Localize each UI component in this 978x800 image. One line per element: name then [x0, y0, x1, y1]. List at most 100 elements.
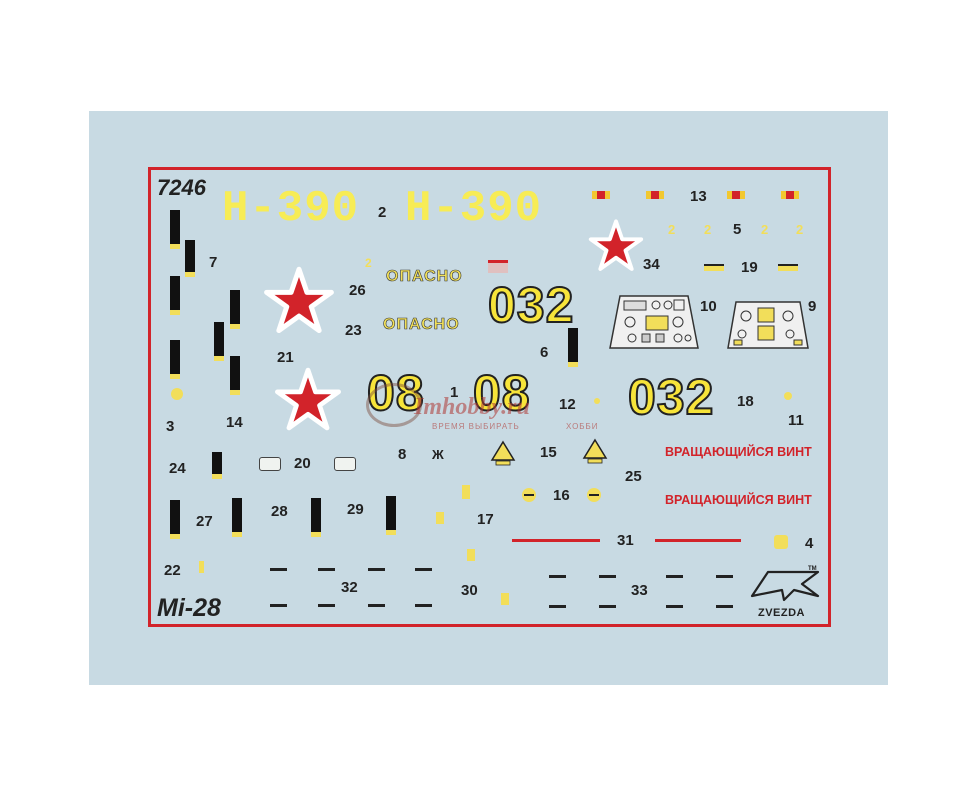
decal-number-31: 31	[617, 532, 634, 549]
blade-decal	[232, 498, 242, 537]
decal-number-33: 33	[631, 582, 648, 599]
blade-decal	[386, 496, 396, 535]
stripe-decal	[778, 264, 798, 271]
blade-decal	[311, 498, 321, 537]
decal-number-7: 7	[209, 254, 218, 271]
decal-number-24: 24	[169, 460, 186, 477]
red-star-icon	[264, 266, 334, 334]
dash-decal	[666, 575, 683, 578]
decal-number-20: 20	[294, 455, 311, 472]
decal-number-30: 30	[461, 582, 478, 599]
decal-number-3: 3	[166, 418, 175, 435]
decal-number-17: 17	[477, 511, 494, 528]
decal-number-16: 16	[553, 487, 570, 504]
flag-decal	[727, 191, 745, 199]
brand-name: ZVEZDA	[758, 607, 805, 619]
rotor-warning-top: ВРАЩАЮЩИЙСЯ ВИНТ	[665, 445, 812, 459]
decal-number-28: 28	[271, 503, 288, 520]
red-stripe-decal	[512, 539, 600, 542]
small-mark	[171, 388, 183, 400]
zvezda-star-logo-icon	[750, 570, 820, 602]
instrument-panel-9	[727, 301, 809, 349]
round-decal	[587, 488, 601, 502]
decal-number-11: 11	[788, 412, 804, 429]
decal-number-12: 12	[559, 396, 576, 413]
tail-code-left: Н-390	[222, 184, 360, 234]
small-symbol: 2	[668, 222, 676, 237]
model-name: Mi-28	[157, 594, 221, 622]
decal-number-26: 26	[349, 282, 366, 299]
blade-decal	[170, 500, 180, 539]
dash-decal	[549, 605, 566, 608]
watermark-site: Imhobby.ru	[414, 394, 530, 420]
decal-number-4: 4	[805, 535, 814, 552]
warning-triangle-icon	[490, 440, 516, 466]
blade-decal	[230, 356, 240, 395]
decal-number-18: 18	[737, 393, 754, 410]
tail-code-right: Н-390	[405, 184, 543, 234]
dash-decal	[318, 568, 335, 571]
small-symbol: 2	[761, 222, 769, 237]
dash-decal	[599, 575, 616, 578]
dash-decal	[716, 605, 733, 608]
decal-number-13: 13	[690, 188, 707, 205]
small-mark	[436, 512, 444, 524]
red-star-icon	[275, 367, 341, 431]
watermark-slogan-right: ХОББИ	[566, 422, 599, 431]
dash-decal	[270, 604, 287, 607]
small-mark	[488, 260, 508, 273]
decal-number-22: 22	[164, 562, 181, 579]
watermark-slogan-left: ВРЕМЯ ВЫБИРАТЬ	[432, 422, 520, 431]
decal-number-5: 5	[733, 221, 742, 238]
number-032-top: 032	[487, 276, 575, 334]
stripe-decal	[704, 264, 724, 271]
dash-decal	[415, 604, 432, 607]
warning-triangle-icon	[582, 438, 608, 464]
decal-number-8: 8	[398, 446, 407, 463]
decal-number-6: 6	[540, 344, 549, 361]
decal-sheet	[89, 111, 888, 685]
decal-number-19: 19	[741, 259, 758, 276]
blade-decal	[170, 276, 180, 315]
flag-decal	[781, 191, 799, 199]
letter-decal-zh: Ж	[432, 447, 444, 462]
dash-decal	[368, 604, 385, 607]
decal-number-27: 27	[196, 513, 213, 530]
decal-number-32: 32	[341, 579, 358, 596]
decal-number-23: 23	[345, 322, 362, 339]
number-032-bottom: 032	[627, 368, 715, 426]
flag-decal	[646, 191, 664, 199]
small-placard	[334, 457, 356, 471]
dash-decal	[318, 604, 335, 607]
decal-number-25: 25	[625, 468, 642, 485]
decal-number-29: 29	[347, 501, 364, 518]
small-symbol: 2	[365, 256, 372, 270]
small-mark	[784, 392, 792, 400]
blade-decal	[568, 328, 578, 367]
dash-decal	[270, 568, 287, 571]
small-mark	[774, 535, 788, 549]
number-08-right: 08	[472, 364, 531, 422]
trademark: TM	[808, 566, 817, 572]
flag-decal	[592, 191, 610, 199]
dash-decal	[666, 605, 683, 608]
dash-decal	[716, 575, 733, 578]
decal-number-34: 34	[643, 256, 660, 273]
decal-number-10: 10	[700, 298, 717, 315]
decal-number-1: 1	[450, 384, 459, 401]
danger-text-26: ОПАСНО	[386, 268, 463, 286]
blade-decal	[212, 452, 222, 479]
decal-number-14: 14	[226, 414, 243, 431]
decal-number-15: 15	[540, 444, 557, 461]
small-symbol: 2	[704, 222, 712, 237]
blade-decal	[230, 290, 240, 329]
dash-decal	[599, 605, 616, 608]
instrument-panel-10	[609, 295, 699, 349]
small-mark	[501, 593, 509, 605]
decal-sheet-border	[148, 167, 831, 627]
dash-decal	[549, 575, 566, 578]
blade-decal	[170, 340, 180, 379]
blade-decal	[185, 240, 195, 277]
round-decal	[522, 488, 536, 502]
dash-decal	[415, 568, 432, 571]
